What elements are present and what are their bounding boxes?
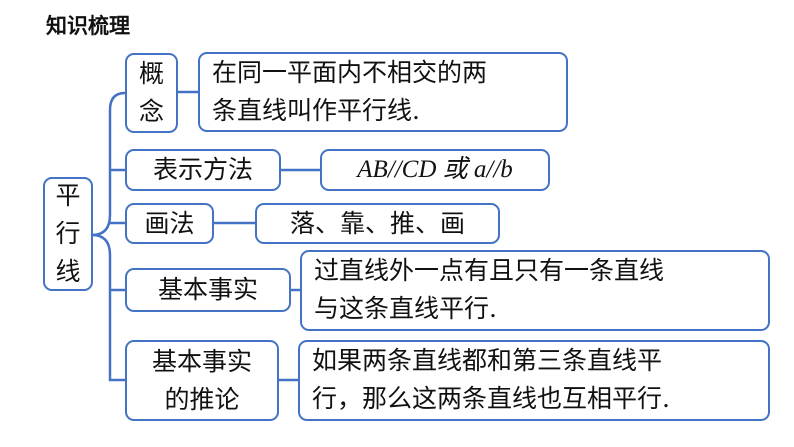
root-char: 线 [55,257,81,286]
notation-content: AB//CD 或 a//b [320,149,550,191]
concept-content: 在同一平面内不相交的两条直线叫作平行线. [198,52,568,132]
section-title: 知识梳理 [46,14,130,38]
root-node: 平行线 [43,177,93,291]
drawing-content: 落、靠、推、画 [255,203,500,244]
drawing-label: 画法 [125,203,214,244]
content-line: 如果两条直线都和第三条直线平 [312,346,663,375]
content-line: 条直线叫作平行线. [212,96,420,125]
basic-fact-content: 过直线外一点有且只有一条直线与这条直线平行. [300,250,770,331]
corollary-content: 如果两条直线都和第三条直线平行，那么这两条直线也互相平行. [298,340,770,421]
notation-text: AB//CD 或 a//b [357,156,513,183]
concept-label: 概念 [125,53,178,133]
content-line: 与这条直线平行. [314,294,497,323]
label-line: 念 [138,97,164,126]
label-line: 概 [138,59,164,88]
basic-fact-label: 基本事实 [125,268,291,312]
corollary-label: 基本事实的推论 [125,340,279,421]
content-line: 过直线外一点有且只有一条直线 [314,256,665,285]
root-char: 行 [55,219,81,248]
content-line: 行，那么这两条直线也互相平行. [312,384,670,413]
notation-label: 表示方法 [125,149,281,191]
content-line: 在同一平面内不相交的两 [212,58,488,87]
label-line: 基本事实 [151,346,252,376]
root-char: 平 [55,181,81,210]
label-line: 的推论 [164,384,240,414]
